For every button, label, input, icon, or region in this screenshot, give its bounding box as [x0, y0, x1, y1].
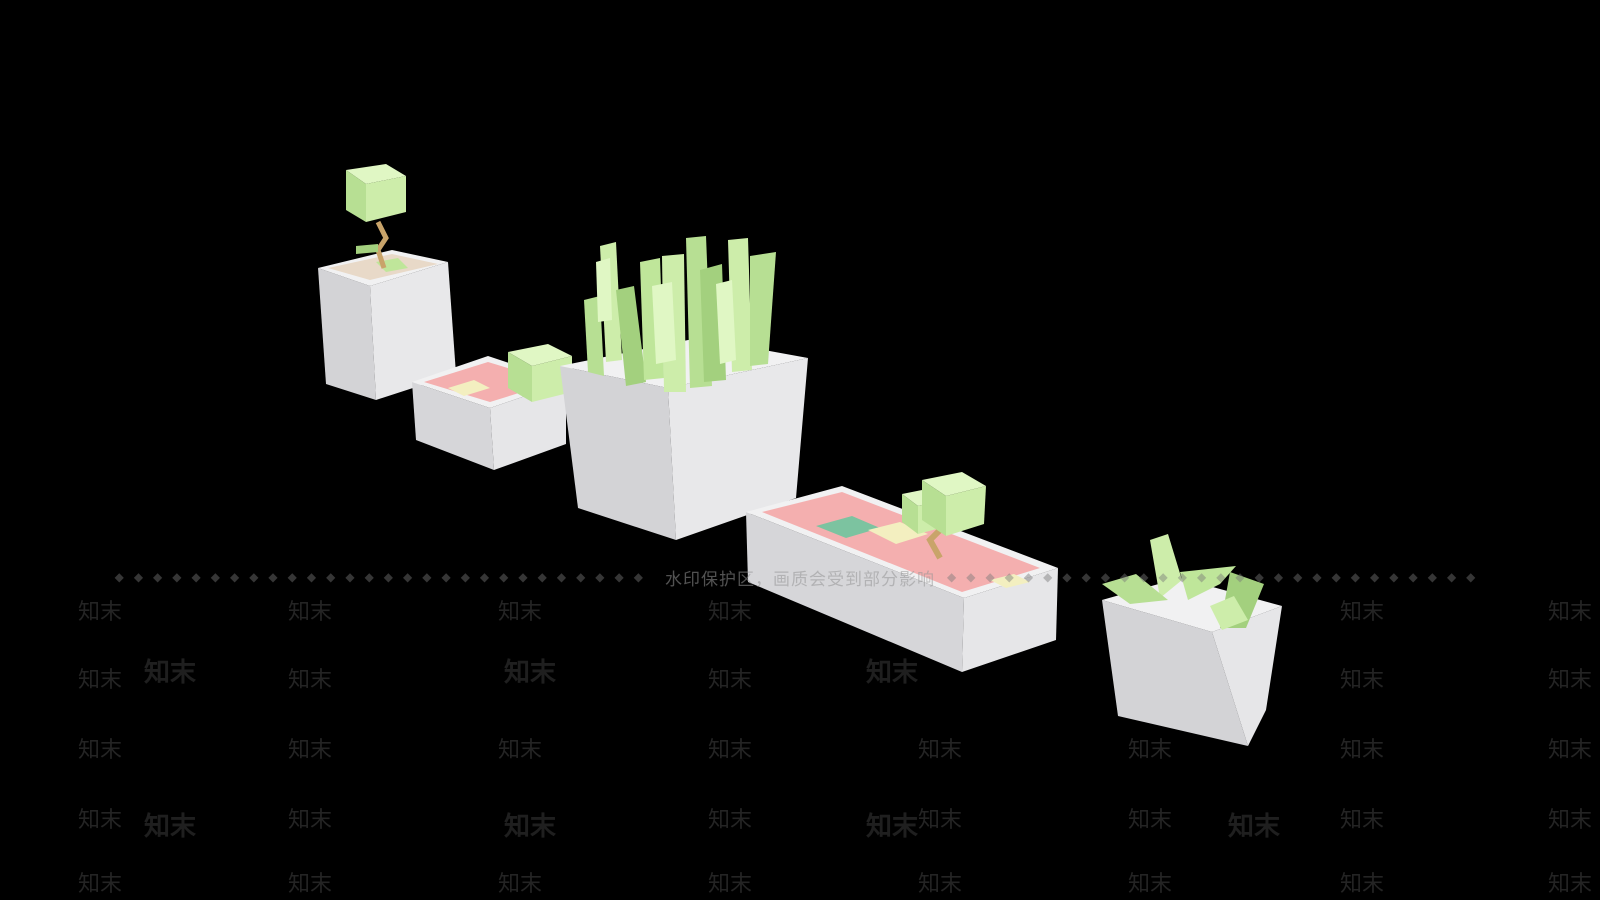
leaves — [1102, 534, 1264, 630]
long-box-planter — [746, 472, 1058, 672]
small-leaf-planter — [1102, 534, 1282, 746]
grass-blades — [584, 236, 776, 392]
low-tray-planter — [412, 344, 572, 470]
tall-square-planter — [318, 164, 456, 400]
large-grass-planter — [560, 236, 808, 540]
